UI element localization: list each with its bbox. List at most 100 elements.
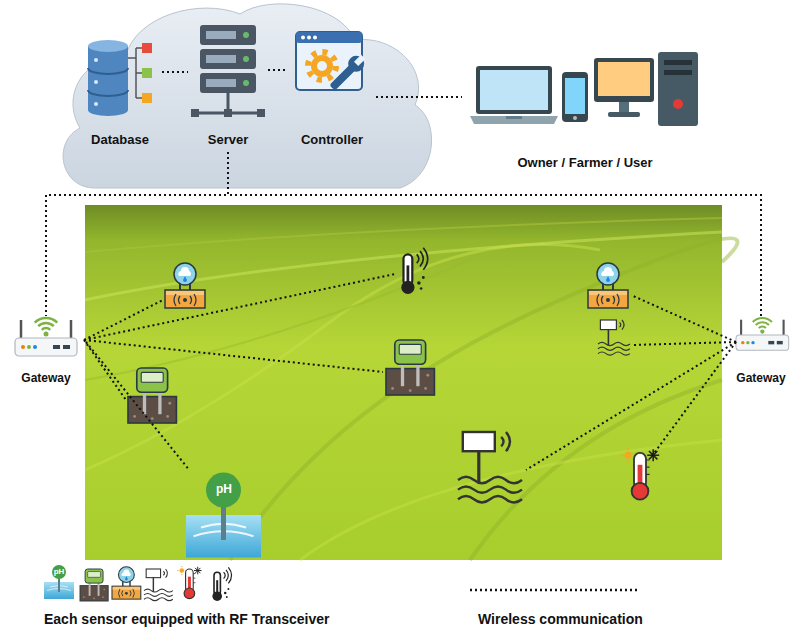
database-icon (94, 102, 98, 106)
cloud-shape (63, 4, 431, 188)
wireless-link (228, 152, 761, 316)
database-icon (88, 40, 128, 52)
controller-icon (317, 61, 327, 71)
wireless-link (162, 71, 188, 73)
user-devices-icon (470, 52, 698, 126)
node-label: Server (208, 133, 248, 148)
server-icon (191, 109, 199, 117)
user-devices-icon (658, 52, 698, 126)
controller-icon (345, 53, 368, 76)
field-sensors (401, 248, 427, 294)
wireless-links (631, 295, 736, 342)
node-label: Gateway (21, 372, 70, 386)
server-icon (206, 31, 236, 39)
server-icon (243, 80, 249, 86)
host-node: Server (188, 22, 268, 152)
rice-field-photo (85, 218, 722, 252)
rice-field-photo (85, 205, 738, 560)
user-devices-icon (476, 66, 552, 114)
probe-tag: pH (54, 568, 65, 577)
field-sensors (128, 248, 659, 558)
legend-sensor-icons (80, 569, 108, 601)
controller-icon (313, 36, 317, 40)
database-icon (88, 68, 128, 96)
storage-node: Database (78, 30, 162, 152)
user-devices-icon (619, 102, 629, 112)
controller-icon (301, 36, 305, 40)
server-icon (200, 49, 256, 69)
database-icon (142, 43, 152, 53)
controller-icon (308, 52, 336, 80)
user-devices-icon (506, 116, 522, 119)
server-icon (224, 109, 232, 117)
legend-text: Wireless communication (478, 611, 643, 627)
router-icons (736, 318, 789, 350)
field-sensors (186, 473, 261, 558)
user-devices-icon (594, 58, 654, 117)
router-node: Gateway (6, 316, 86, 388)
router-icons (15, 318, 77, 356)
wireless-links (84, 274, 736, 470)
server-icon (191, 25, 265, 117)
field-sensors (621, 448, 659, 500)
control-node: Controller (288, 28, 376, 152)
database-icon (88, 40, 152, 116)
controller-icon (296, 32, 369, 94)
wireless-link (376, 96, 462, 98)
database-icon (142, 68, 152, 78)
field-sensors (458, 432, 522, 502)
server-icon (200, 25, 256, 45)
wireless-link (268, 69, 288, 71)
database-icon (94, 80, 98, 84)
user-devices-icon (664, 70, 692, 75)
wireless-links (84, 274, 395, 340)
router-icons (15, 318, 789, 356)
field-sensors (598, 320, 630, 355)
user-devices-icon (573, 116, 577, 120)
rice-field-photo (85, 245, 600, 470)
database-icon (128, 48, 142, 98)
server-icon (206, 55, 236, 63)
server-icon (206, 79, 236, 87)
user-devices-node: Owner / Farmer / User (462, 50, 708, 174)
user-devices-icon (470, 116, 558, 124)
user-devices-icon (562, 72, 588, 122)
controller-icon (307, 36, 311, 40)
wireless-links (84, 340, 383, 372)
wireless-links (84, 340, 126, 400)
database-icon (142, 93, 152, 103)
legend-sensor-icons (44, 565, 232, 601)
user-devices-icon (480, 70, 548, 110)
rice-field-photo (300, 440, 722, 560)
user-devices-icon (470, 66, 558, 124)
server-icon (200, 73, 256, 93)
node-label: Controller (301, 133, 363, 148)
database-icon (88, 104, 128, 116)
legend-sensor-icons (144, 569, 173, 601)
controller-icon (354, 55, 365, 66)
user-devices-icon (565, 78, 585, 114)
node-label: pH (216, 483, 232, 497)
field-sensors (386, 340, 434, 395)
legend-dotted-sample (470, 589, 640, 592)
acidity-sensor-node: pH (186, 470, 262, 556)
wireless-link (86, 342, 189, 470)
controller-icon (326, 51, 368, 93)
user-devices-icon (598, 62, 650, 96)
field-sensors (128, 368, 176, 423)
wireless-links (652, 342, 736, 456)
node-label: Database (91, 133, 149, 148)
field-sensors (165, 263, 205, 308)
node-label: Owner / Farmer / User (517, 156, 652, 171)
server-icon (257, 109, 265, 117)
user-devices-icon (673, 99, 683, 109)
rice-field-photo (85, 205, 722, 560)
legend-sensor-icons (112, 567, 141, 599)
wireless-links (526, 342, 736, 470)
user-devices-icon (594, 58, 654, 102)
user-devices-icon (658, 52, 698, 126)
legend-entry: Wireless communication (478, 611, 643, 627)
wireless-link (46, 152, 228, 316)
